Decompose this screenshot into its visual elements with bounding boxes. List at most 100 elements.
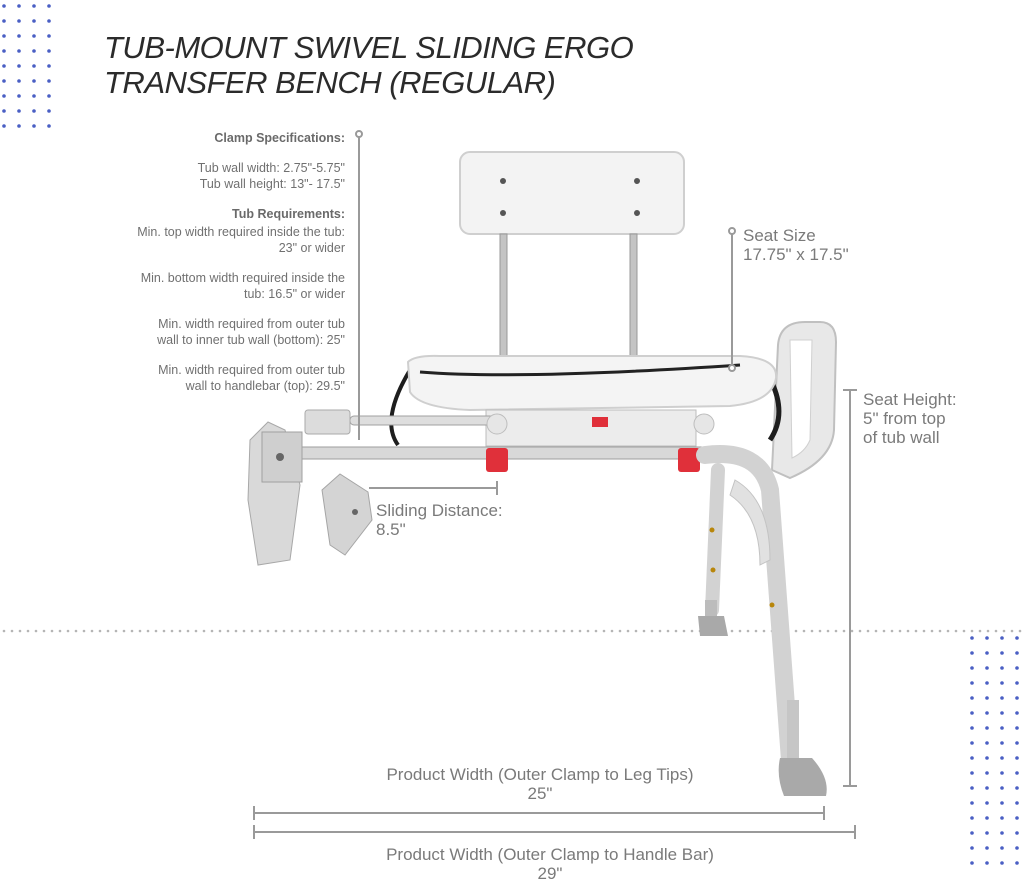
divider-dot [586,629,590,633]
divider-dot [658,629,662,633]
seat-height-title: Seat Height: [863,390,957,409]
divider-dot [282,629,286,633]
divider-dot [954,629,958,633]
divider-dot [978,629,982,633]
divider-dot [546,629,550,633]
decorative-dot [970,651,974,655]
divider-dot [474,629,478,633]
decorative-dot [1000,786,1004,790]
requirement-3-line-2: wall to inner tub wall (bottom): 25" [157,333,345,347]
divider-dot [18,629,22,633]
decorative-dot [1000,726,1004,730]
decorative-dot [1000,831,1004,835]
divider-dot [154,629,158,633]
decorative-dot [985,666,989,670]
decorative-dot [17,34,21,38]
width-to-leg-tips-label: Product Width (Outer Clamp to Leg Tips) … [300,765,780,803]
decorative-dot [1015,816,1019,820]
width-to-handle-bar-label: Product Width (Outer Clamp to Handle Bar… [310,845,790,883]
divider-dot [962,629,966,633]
decorative-dot [985,831,989,835]
requirement-2-line-1: Min. bottom width required inside the [140,271,345,285]
decorative-dot [985,771,989,775]
divider-dot [938,629,942,633]
divider-dot [210,629,214,633]
divider-dot [98,629,102,633]
divider-dot [482,629,486,633]
decorative-dot [32,49,36,53]
divider-dot [226,629,230,633]
divider-dot [250,629,254,633]
divider-dot [234,629,238,633]
divider-dot [386,629,390,633]
width-to-handle-bar-title: Product Width (Outer Clamp to Handle Bar… [386,845,714,864]
page-title: TUB-MOUNT SWIVEL SLIDING ERGO TRANSFER B… [104,30,804,100]
decorative-dot [17,19,21,23]
requirement-3-line-1: Min. width required from outer tub [158,317,345,331]
decorative-dot [32,64,36,68]
decorative-dot [1000,756,1004,760]
decorative-dot [47,79,51,83]
divider-dot [514,629,518,633]
divider-dot [562,629,566,633]
divider-dot [578,629,582,633]
divider-dot [298,629,302,633]
decorative-dot [32,19,36,23]
decorative-dot [985,681,989,685]
decorative-dot [970,816,974,820]
requirement-1-line-2: 23" or wider [278,241,345,255]
divider-dot [458,629,462,633]
divider-dot [498,629,502,633]
decorative-dot [32,4,36,8]
decorative-dot [32,79,36,83]
decorative-dot [970,771,974,775]
divider-dot [322,629,326,633]
decorative-dot [1015,831,1019,835]
divider-dot [178,629,182,633]
decorative-dot [17,49,21,53]
decorative-dot [970,696,974,700]
decorative-dot [47,124,51,128]
divider-dot [402,629,406,633]
decorative-dot [32,109,36,113]
divider-dot [986,629,990,633]
divider-dot [114,629,118,633]
decorative-dot [985,756,989,760]
divider-dot [378,629,382,633]
decorative-dot [1015,636,1019,640]
decorative-dot [1015,666,1019,670]
decorative-dot [985,801,989,805]
decorative-dot [1000,741,1004,745]
decorative-dot [970,831,974,835]
decorative-dot [47,94,51,98]
decorative-dot [1015,681,1019,685]
decorative-dot [970,786,974,790]
title-line-1: TUB-MOUNT SWIVEL SLIDING ERGO [104,30,634,65]
divider-dot [922,629,926,633]
seat-size-title: Seat Size [743,226,816,245]
decorative-dot [985,651,989,655]
divider-dot [650,629,654,633]
decorative-dot [1015,771,1019,775]
divider-dot [618,629,622,633]
decorative-dot [985,726,989,730]
decorative-dot [985,846,989,850]
decorative-dot [1000,696,1004,700]
divider-dot [10,629,14,633]
divider-dot [994,629,998,633]
divider-dot [1002,629,1006,633]
decorative-dot [47,49,51,53]
divider-dot [266,629,270,633]
divider-dot [434,629,438,633]
decorative-dot [1015,786,1019,790]
requirement-4-line-2: wall to handlebar (top): 29.5" [185,379,345,393]
decorative-dot [2,109,6,113]
decorative-dot [970,636,974,640]
decorative-dot [17,94,21,98]
divider-dot [762,629,766,633]
divider-dot [34,629,38,633]
decorative-dot [970,861,974,865]
divider-dot [666,629,670,633]
divider-dot [218,629,222,633]
decorative-dot [1000,711,1004,715]
